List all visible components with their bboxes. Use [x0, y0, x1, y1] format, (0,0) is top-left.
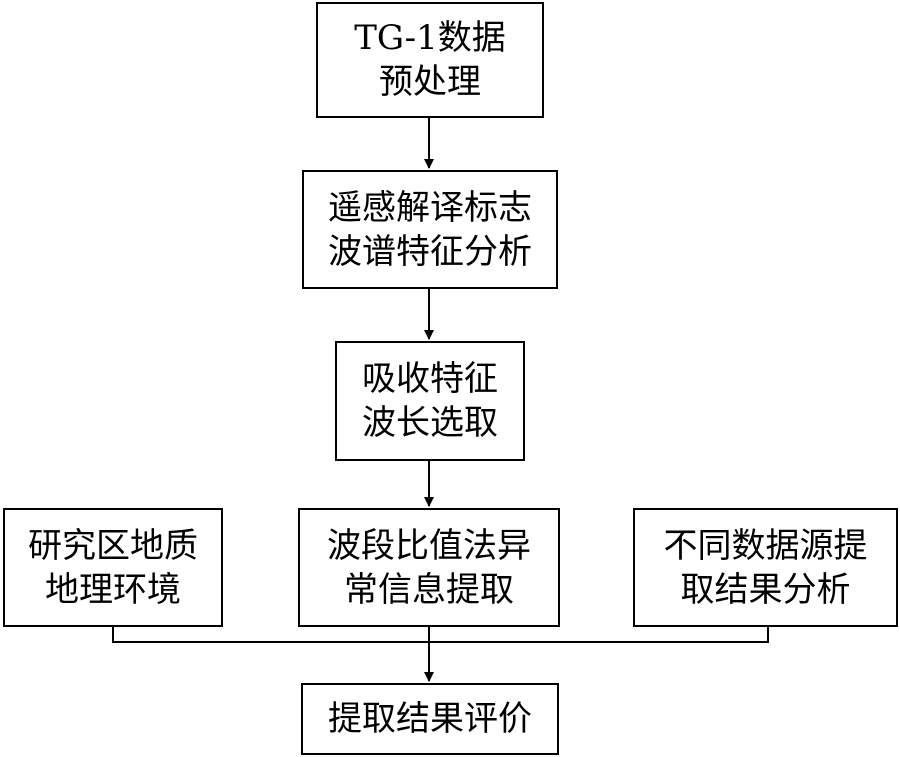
node-geology-environment: 研究区地质 地理环境 — [3, 508, 223, 627]
node-tg1-preprocess: TG-1数据 预处理 — [316, 2, 544, 118]
node-source-comparison-line1: 不同数据源提 — [663, 525, 868, 566]
node-spectral-analysis-line2: 波谱特征分析 — [328, 231, 532, 272]
node-source-comparison-line2: 取结果分析 — [680, 569, 851, 610]
node-wavelength-selection: 吸收特征 波长选取 — [335, 341, 525, 461]
node-spectral-analysis-line1: 遥感解译标志 — [328, 187, 532, 228]
node-result-evaluation: 提取结果评价 — [301, 683, 559, 755]
node-wavelength-selection-line1: 吸收特征 — [362, 359, 498, 399]
node-geology-environment-line2: 地理环境 — [45, 569, 181, 610]
node-result-evaluation-line1: 提取结果评价 — [328, 699, 532, 739]
node-wavelength-selection-line2: 波长选取 — [362, 403, 498, 443]
node-source-comparison: 不同数据源提 取结果分析 — [633, 508, 898, 627]
node-band-ratio-extraction: 波段比值法异 常信息提取 — [298, 508, 560, 627]
node-spectral-analysis: 遥感解译标志 波谱特征分析 — [302, 170, 558, 289]
node-tg1-preprocess-line1: TG-1数据 — [354, 18, 506, 58]
node-band-ratio-extraction-line2: 常信息提取 — [344, 569, 514, 610]
node-tg1-preprocess-line2: 预处理 — [379, 62, 481, 102]
node-band-ratio-extraction-line1: 波段比值法异 — [327, 525, 531, 566]
node-geology-environment-line1: 研究区地质 — [28, 525, 198, 566]
